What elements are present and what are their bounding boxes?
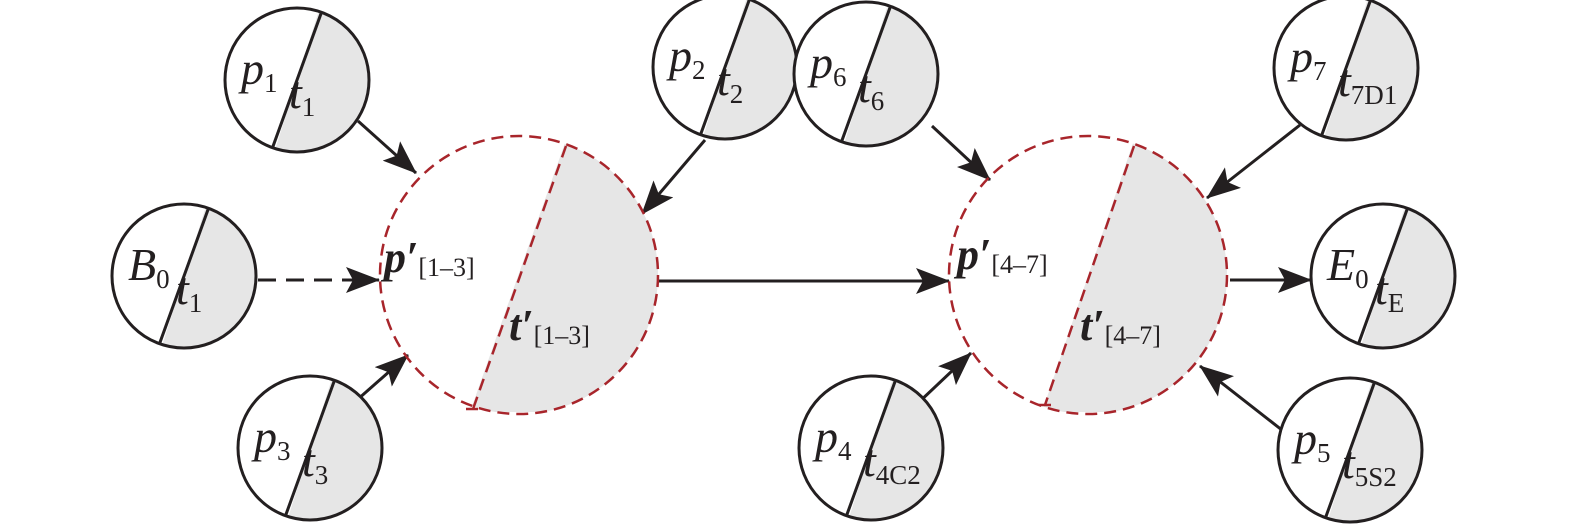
merged-node-4-7: p′[4–7] t′[4–7] — [947, 134, 1229, 416]
node-p5-outline — [1276, 376, 1424, 524]
node-b0-outline — [110, 202, 258, 350]
node-p5-place-label: p5 — [1291, 413, 1331, 468]
node-p7-place-label: p7 — [1287, 31, 1327, 86]
node-p6-transition-label: t6 — [858, 61, 884, 116]
merged-node-4-7-place-label: p′[4–7] — [953, 230, 1048, 279]
arrow-p6-to-m47 — [930, 124, 992, 182]
node-b0-place-label: B0 — [128, 239, 170, 294]
node-e0-place-label: E0 — [1326, 239, 1369, 294]
merged-node-1-3: p′[1–3] t′[1–3] — [378, 134, 660, 416]
node-b0-shade — [159, 204, 256, 348]
node-e0-transition-label: tE — [1375, 263, 1404, 318]
arrows — [258, 119, 1312, 436]
node-e0-divider — [1357, 207, 1409, 345]
node-p4-place-label: p4 — [812, 411, 852, 466]
node-p3-transition-label: t3 — [302, 435, 328, 490]
arrow-p2-to-m13 — [640, 139, 707, 215]
node-p5-shade — [1325, 378, 1422, 522]
node-p1-shade — [272, 8, 369, 152]
node-p5-divider — [1324, 381, 1376, 519]
node-p4-shade — [846, 376, 943, 520]
node-b0-transition-label: t1 — [176, 263, 202, 318]
merged-node-4-7-transition-label: t′[4–7] — [1080, 301, 1161, 350]
node-p2-place-label: p2 — [666, 30, 706, 85]
node-p4-transition-label: t4C2 — [863, 435, 921, 490]
arrow-p7-to-m47 — [1206, 123, 1301, 200]
node-p5-transition-label: t5S2 — [1342, 437, 1397, 492]
node-p7-transition-label: t7D1 — [1338, 55, 1397, 110]
node-p3-shade — [285, 376, 382, 520]
node-p1-transition-label: t1 — [289, 67, 315, 122]
node-p3-place-label: p3 — [251, 411, 291, 466]
merged-node-4-7-divider — [1043, 145, 1136, 406]
node-p2-transition-label: t2 — [717, 54, 743, 109]
arrow-p1-to-m13 — [356, 119, 418, 175]
merged-node-1-3-outline — [378, 134, 660, 416]
arrow-p3-to-m13 — [356, 353, 409, 402]
node-p6-place-label: p6 — [807, 37, 847, 92]
node-p1-outline — [223, 6, 371, 154]
node-p4-divider — [845, 379, 897, 517]
node-p4-outline — [797, 374, 945, 522]
node-b0-divider — [158, 207, 210, 345]
merged-node-4-7-shade — [1042, 140, 1227, 412]
node-p2-divider — [699, 0, 751, 136]
node-p7-outline — [1272, 0, 1420, 142]
node-p1-divider — [271, 11, 323, 149]
merged-node-1-3-divider — [471, 145, 568, 410]
node-e0-shade — [1358, 204, 1455, 348]
merged-node-1-3-transition-label: t′[1–3] — [509, 301, 590, 350]
node-p7-shade — [1321, 0, 1418, 140]
merged-node-4-7-outline — [947, 134, 1229, 416]
node-p3-outline — [236, 374, 384, 522]
node-p1-place-label: p1 — [238, 43, 278, 98]
merged-node-1-3-shade — [470, 140, 658, 412]
node-p2-shade — [700, 0, 797, 139]
node-e0-outline — [1309, 202, 1457, 350]
merged-node-1-3-place-label: p′[1–3] — [380, 233, 475, 282]
node-p6-divider — [840, 5, 892, 143]
node-p7-divider — [1320, 0, 1372, 137]
node-p3-divider — [284, 379, 336, 517]
node-p6-shade — [841, 2, 938, 146]
arrow-p4-to-m47 — [915, 351, 973, 406]
node-p6-outline — [792, 0, 940, 148]
arrow-p5-to-m47 — [1199, 364, 1288, 436]
